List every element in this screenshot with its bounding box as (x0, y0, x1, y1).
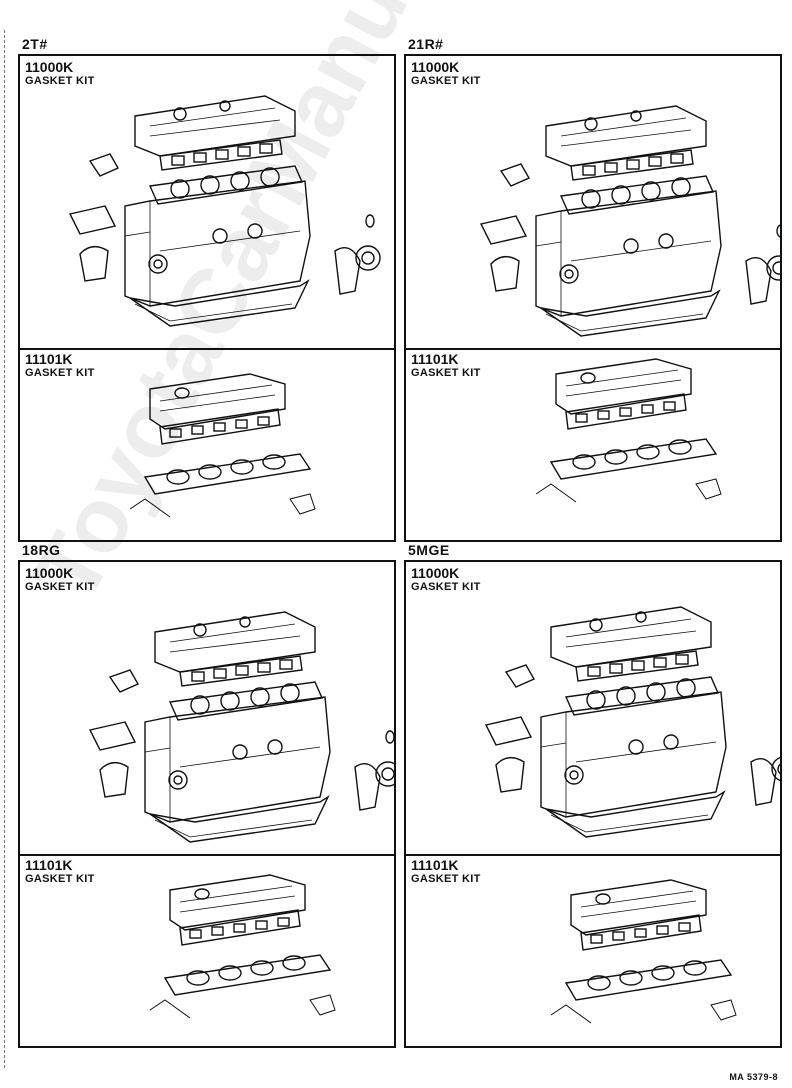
gasket-kit-illustration (480, 105, 780, 337)
part-number: 11101K (411, 857, 459, 873)
part-number: 11000K (25, 59, 74, 75)
kit-name: GASKET KIT (25, 873, 95, 885)
section-2t: 11000K GASKET KIT 11101K GASKET KIT (18, 54, 396, 542)
part-number: 11101K (411, 351, 459, 367)
part-number: 11000K (411, 59, 460, 75)
kit-panel-2t-11101k[interactable]: 11101K GASKET KIT (20, 348, 394, 540)
kit-panel-21r-11101k[interactable]: 11101K GASKET KIT (406, 348, 780, 540)
engine-label-2t: 2T# (22, 36, 48, 52)
gasket-kit-illustration (89, 611, 394, 843)
kit-name: GASKET KIT (411, 75, 481, 87)
section-21r: 11000K GASKET KIT 11101K GASKET KIT (404, 54, 782, 542)
kit-name: GASKET KIT (25, 367, 95, 379)
part-number: 11101K (25, 351, 73, 367)
kit-panel-18rg-11101k[interactable]: 11101K GASKET KIT (20, 854, 394, 1046)
kit-panel-5mge-11101k[interactable]: 11101K GASKET KIT (406, 854, 780, 1046)
engine-label-21r: 21R# (408, 36, 444, 52)
kit-name: GASKET KIT (411, 873, 481, 885)
kit-panel-5mge-11000k[interactable]: 11000K GASKET KIT (406, 562, 780, 856)
part-number: 11101K (25, 857, 73, 873)
part-number: 11000K (411, 565, 460, 581)
kit-name: GASKET KIT (411, 581, 481, 593)
kit-panel-2t-11000k[interactable]: 11000K GASKET KIT (20, 56, 394, 350)
document-code: MA 5379-8 (729, 1072, 778, 1082)
section-18rg: 11000K GASKET KIT 11101K GASKET KIT (18, 560, 396, 1048)
kit-name: GASKET KIT (25, 75, 95, 87)
engine-label-18rg: 18RG (22, 542, 61, 558)
page-edge-dashed-line (4, 30, 5, 1068)
part-number: 11000K (25, 565, 74, 581)
kit-name: GASKET KIT (25, 581, 95, 593)
kit-name: GASKET KIT (411, 367, 481, 379)
engine-label-5mge: 5MGE (408, 542, 450, 558)
kit-panel-18rg-11000k[interactable]: 11000K GASKET KIT (20, 562, 394, 856)
gasket-kit-illustration (485, 606, 780, 838)
section-5mge: 11000K GASKET KIT 11101K GASKET KIT (404, 560, 782, 1048)
kit-panel-21r-11000k[interactable]: 11000K GASKET KIT (406, 56, 780, 350)
